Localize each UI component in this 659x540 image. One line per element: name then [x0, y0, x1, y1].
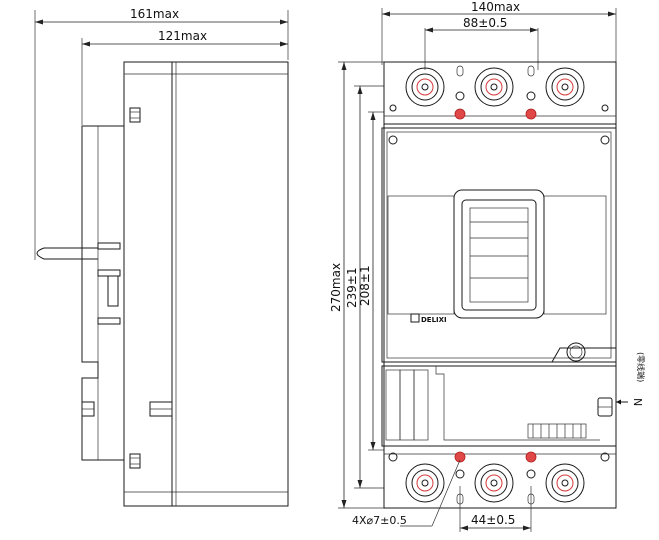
dim-270-label: 270max — [329, 263, 343, 312]
mounting-hole — [525, 108, 537, 120]
cover-screw — [600, 135, 610, 145]
top-terminal-center — [474, 67, 514, 107]
mounting-hole — [454, 108, 466, 120]
bottom-terminal-left — [405, 463, 445, 503]
dim-208-label: 208±1 — [358, 265, 372, 306]
side-body — [123, 61, 289, 507]
top-terminal-right — [545, 67, 585, 107]
dim-140-label: 140max — [471, 0, 520, 14]
bottom-terminal-right — [545, 463, 585, 503]
mounting-hole — [454, 451, 466, 463]
neutral-label: N — [631, 398, 644, 406]
test-button — [566, 342, 586, 362]
front-cover — [381, 127, 617, 363]
dim-121-label: 121max — [158, 29, 207, 43]
top-terminal-left — [405, 67, 445, 107]
dim-44-label: 44±0.5 — [471, 513, 515, 527]
side-bottom-screw — [129, 453, 141, 469]
cover-screw — [388, 135, 398, 145]
mounting-hole — [525, 451, 537, 463]
front-body — [383, 61, 617, 509]
accessory-compartment — [381, 365, 617, 447]
bottom-terminal-center — [474, 463, 514, 503]
nameplate-text: DELIXI — [421, 316, 447, 324]
hole-callout: 4X⌀7±0.5 — [352, 514, 407, 527]
front-view: 140max 88±0.5 270max 239±1 208±1 — [329, 0, 646, 532]
cover-screw — [388, 452, 398, 462]
side-view: 161max 121max — [34, 7, 289, 507]
side-base — [81, 118, 125, 468]
dim-88-label: 88±0.5 — [463, 16, 507, 30]
side-top-screw — [129, 107, 141, 123]
dim-239-label: 239±1 — [345, 267, 359, 308]
dim-161-label: 161max — [130, 7, 179, 21]
neutral-note: (零线端) — [636, 352, 646, 382]
handle-window — [453, 189, 545, 319]
toggle-handle — [469, 207, 529, 303]
cover-screw — [600, 452, 610, 462]
top-terminal-block — [383, 61, 617, 125]
side-handle — [36, 247, 98, 260]
